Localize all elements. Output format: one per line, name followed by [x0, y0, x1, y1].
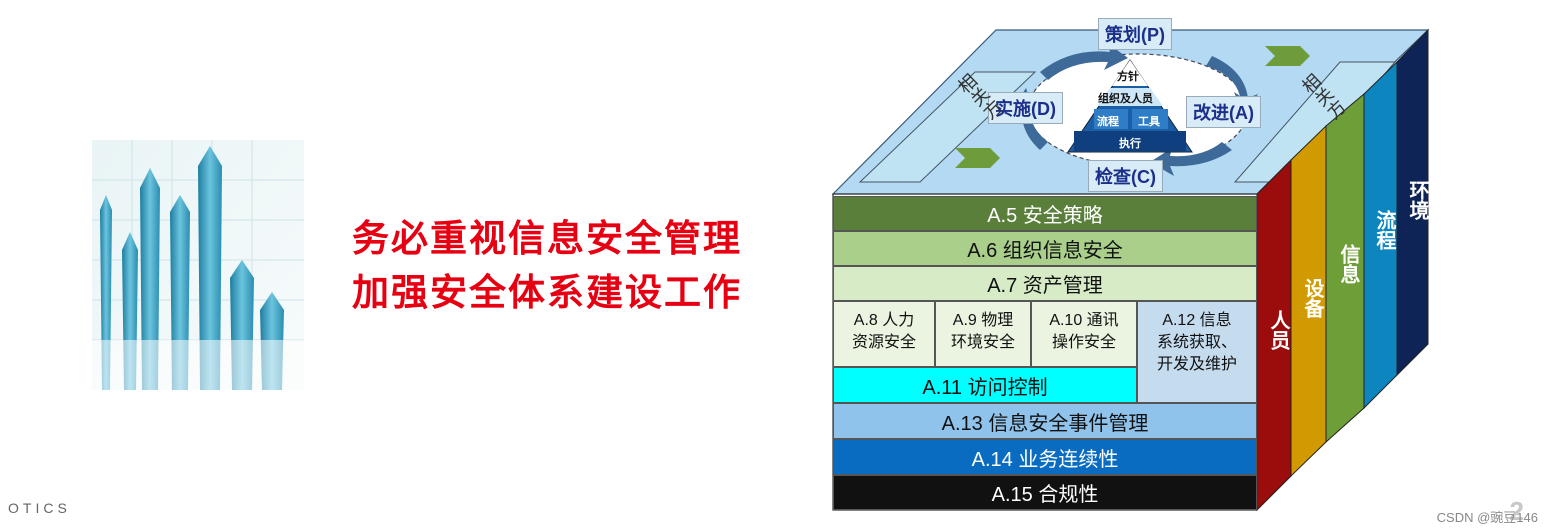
cycle-do-label: 实施(D): [988, 92, 1063, 124]
domain-a14: A.14 业务连续性: [833, 439, 1257, 475]
domain-a10: A.10 通讯 操作安全: [1031, 301, 1137, 367]
domain-a9-line1: A.9 物理: [952, 312, 1014, 329]
pyramid-right-label: 工具: [1138, 116, 1160, 128]
slogan-line-1: 务必重视信息安全管理: [352, 217, 742, 260]
domain-a15: A.15 合规性: [833, 475, 1257, 510]
domain-a12-line1: A.12 信息: [1162, 312, 1232, 329]
domain-a6: A.6 组织信息安全: [833, 231, 1257, 266]
rising-arrows-chart-image: [92, 140, 304, 390]
slogan-line-2: 加强安全体系建设工作: [352, 271, 742, 314]
domain-a12-line2: 系统获取、: [1156, 334, 1237, 351]
page-number: 2: [1509, 496, 1524, 526]
domain-a9: A.9 物理 环境安全: [935, 301, 1031, 367]
domain-a7: A.7 资产管理: [833, 266, 1257, 301]
domain-a11: A.11 访问控制: [833, 367, 1137, 403]
domain-a12: A.12 信息 系统获取、 开发及维护: [1137, 301, 1257, 403]
cycle-act-label: 改进(A): [1186, 96, 1261, 128]
chevron-icon-left: [955, 148, 1000, 168]
pyramid-left-label: 流程: [1097, 116, 1119, 128]
side-label-xinxi: 信息: [1337, 244, 1359, 284]
side-panel-huanjing: [1396, 28, 1429, 377]
pyramid-second-label: 组织及人员: [1098, 93, 1153, 105]
chevron-icon-right: [1265, 46, 1310, 66]
footer-watermark: CSDN @豌豆146: [1436, 510, 1538, 525]
domain-a10-line1: A.10 通讯: [1049, 312, 1119, 329]
footer-brand-text: OTICS: [8, 500, 71, 516]
cycle-plan-label: 策划(P): [1098, 18, 1172, 50]
domain-a10-line2: 操作安全: [1051, 334, 1116, 351]
control-domains-front: A.5 安全策略 A.6 组织信息安全 A.7 资产管理 A.8 人力 资源安全…: [833, 196, 1257, 510]
domain-a5: A.5 安全策略: [833, 196, 1257, 231]
pyramid-top-label: 方针: [1117, 71, 1139, 83]
domain-a9-line2: 环境安全: [950, 334, 1015, 351]
side-label-huanjing: 环境: [1406, 180, 1428, 220]
cycle-check-label: 检查(C): [1088, 160, 1163, 192]
domain-a8-line2: 资源安全: [851, 334, 916, 351]
side-label-shebei: 设备: [1301, 278, 1323, 318]
side-label-liucheng: 流程: [1373, 210, 1395, 250]
domain-a12-line3: 开发及维护: [1156, 356, 1237, 373]
domain-a13: A.13 信息安全事件管理: [833, 403, 1257, 439]
domain-a8: A.8 人力 资源安全: [833, 301, 935, 367]
domain-a8-line1: A.8 人力: [853, 312, 915, 329]
pyramid-base-label: 执行: [1119, 138, 1141, 150]
side-label-renyuan: 人员: [1267, 310, 1289, 350]
